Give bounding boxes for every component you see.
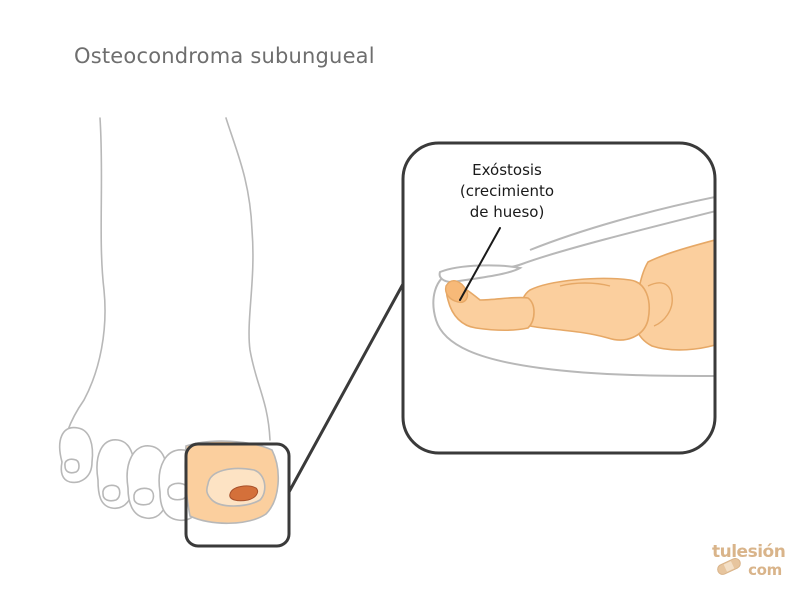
focus-frame [184, 442, 291, 548]
zoomed-toenail [438, 264, 523, 284]
pointer-line [459, 227, 501, 301]
exostosis-label-line-3: de hueso) [469, 203, 545, 221]
distal-phalanx [445, 283, 535, 332]
diagram-title: Osteocondroma subungueal [74, 44, 375, 68]
lesion-spot [229, 485, 259, 502]
brand-logo: tulesión com [712, 542, 786, 579]
big-toe [184, 440, 280, 525]
exostosis-label: Exóstosis (crecimiento de hueso) [440, 160, 574, 223]
zoom-panel-frame [401, 141, 717, 455]
fourth-toenail [102, 484, 121, 502]
connector-line [287, 282, 405, 494]
exostosis-label-line-1: Exóstosis [472, 161, 542, 179]
toes [58, 426, 204, 522]
inner-outline [529, 195, 715, 251]
little-toe [58, 426, 94, 484]
exostosis-label-line-2: (crecimiento [459, 182, 555, 200]
brand-logo-line-2: com [748, 561, 782, 579]
foot-outline [61, 117, 271, 463]
zoomed-toe [432, 195, 715, 377]
third-toenail [133, 487, 155, 506]
little-toenail [64, 458, 80, 474]
brand-logo-line-1: tulesión [712, 542, 786, 562]
bandage-icon [717, 558, 741, 575]
